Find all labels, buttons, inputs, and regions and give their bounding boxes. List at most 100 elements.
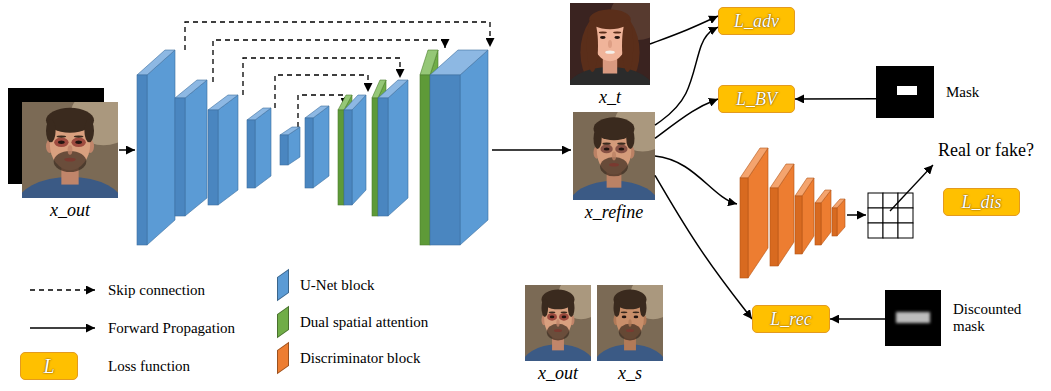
hair-side [626,128,634,149]
block-front [832,208,837,236]
block-side [352,95,366,205]
forward-arrow [847,214,866,216]
image-label: x_out [538,363,578,384]
discriminator-block [795,178,814,254]
face-photo [570,3,650,85]
eye [614,36,620,39]
eye [634,316,639,319]
eye-makeup [559,313,569,321]
connector-arrow [655,175,752,319]
grid-cell [868,193,883,208]
discounted-mask-image: Discounted mask [885,290,941,346]
legend-swatch [277,342,289,374]
unet-block [430,50,488,245]
output-label: Real or fake? [938,140,1034,161]
discriminator [740,148,845,278]
unet-block [305,106,329,188]
block-front [137,75,147,245]
hair-side [594,128,602,149]
loss-label: L_rec [770,309,811,330]
discriminator-block [740,148,768,278]
block-top [280,127,300,135]
block-top [770,164,794,188]
block-front [378,98,388,216]
legend-label: Discriminator block [300,350,420,367]
nose [628,319,631,327]
block-side [460,50,488,245]
mouth [554,329,562,332]
image-label: x_refine [585,202,643,223]
block-front [770,188,778,266]
grid-cell [898,223,913,238]
eye [75,141,82,144]
eye-makeup [54,138,68,148]
block-side [255,108,271,188]
refined-image: x_refine [573,112,655,200]
block-top [740,148,768,178]
block-side [388,80,408,216]
block-top [795,178,814,196]
hair-side [640,299,647,317]
mouth [626,329,634,332]
legend-label: Skip connection [108,282,205,299]
unet-block [137,50,175,245]
block-top [208,95,238,110]
skip-connection [185,22,490,50]
legend-label: Forward Propagation [108,320,235,337]
face-photo [597,285,663,361]
legend-label: U-Net block [300,277,375,294]
loss-label: L_dis [961,192,1001,213]
nose [612,152,616,161]
block-top [832,199,845,208]
brow [74,135,84,137]
eye-makeup [615,145,627,154]
hair-side [84,119,94,142]
eye [550,316,555,319]
image-label: x_out [50,200,90,221]
unet-block [280,127,300,165]
unet-block [208,95,238,205]
connector-arrow [655,27,718,125]
block-front [740,178,748,278]
block-front [430,75,460,245]
mouth [609,163,619,167]
connector-arrow [795,98,876,100]
mask-region [897,86,917,95]
brow [617,143,625,145]
eye-makeup [547,313,557,321]
mask-image: Mask [876,66,934,118]
loss-label: L_adv [734,11,779,32]
eye-makeup [71,138,85,148]
mask-label: Mask [946,84,979,101]
hair-side [622,19,633,71]
grid-cell [883,223,898,238]
block-side [147,50,175,245]
hair-side [568,299,575,317]
loss-box: L_BV [718,85,795,113]
source-image: x_s [597,285,663,361]
connector-arrow [655,99,718,138]
eye [600,36,606,39]
unet-block [378,80,408,216]
brow [613,32,621,34]
hair-side [614,299,621,317]
eye [562,316,567,319]
nose [68,145,73,155]
eye [622,316,627,319]
block-side [344,95,352,205]
legend-swatch [277,306,289,338]
hair-side [46,119,56,142]
input-image: x_out [22,102,118,198]
mouth [64,158,76,162]
block-side [313,106,329,188]
brow [561,311,568,313]
block-front [208,110,218,205]
block-front [247,120,255,188]
block-front [344,110,352,205]
mouth [605,51,615,54]
hair-side [542,299,549,317]
forward-arrow [492,149,571,151]
block-front [280,135,288,165]
